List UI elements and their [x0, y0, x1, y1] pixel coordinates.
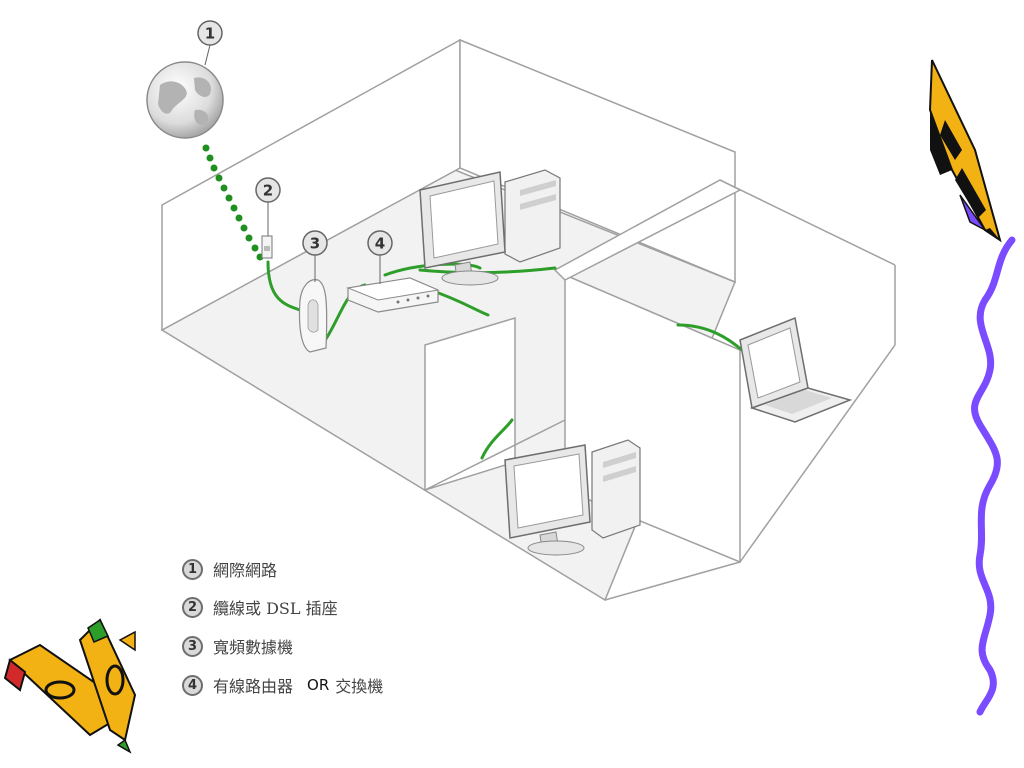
desktop-computer-icon: [419, 169, 561, 286]
callout-badge-3: 3: [302, 230, 328, 282]
legend-number: 1: [182, 558, 203, 580]
legend-item: 3 寬頻數據機: [182, 633, 602, 659]
wall-jack-icon: [261, 235, 273, 259]
legend-label: 寬頻數據機: [213, 638, 294, 657]
crayons-clipart: [3, 618, 137, 754]
legend-or-text: OR: [307, 676, 330, 694]
legend-item: 2 纜線或 DSL 插座: [182, 594, 602, 620]
modem-icon: [298, 279, 328, 353]
legend-number: 3: [182, 635, 203, 657]
legend-number: 4: [182, 674, 203, 696]
callout-badge-4: 4: [367, 230, 393, 284]
callout-number: 4: [375, 235, 385, 253]
callout-badge-2: 2: [255, 177, 281, 236]
desktop-computer-icon: [504, 439, 641, 556]
legend-label: 有線路由器: [213, 677, 294, 696]
wall-right-edge: [719, 179, 896, 266]
laptop-icon: [739, 316, 853, 423]
callout-number: 1: [205, 25, 215, 43]
legend-label: 纜線或 DSL 插座: [213, 599, 338, 618]
pencil-clipart: [928, 59, 1002, 243]
router-icon: [346, 277, 440, 313]
partition-wall-1: [424, 316, 516, 492]
callout-badge-1: 1: [197, 20, 223, 66]
floor-divider-2: [739, 344, 896, 563]
legend-number: 2: [182, 596, 203, 618]
floor-divider: [424, 419, 566, 491]
legend-item: 4 有線路由器 OR 交換機: [182, 672, 602, 698]
legend-item: 1 網際網路: [182, 556, 602, 582]
legend-label-switch: 交換機: [335, 677, 384, 696]
callout-number: 2: [263, 182, 273, 200]
wall-front-edge: [604, 561, 741, 601]
globe-icon: [146, 61, 224, 139]
legend-label: 網際網路: [213, 561, 278, 580]
callout-number: 3: [310, 235, 320, 253]
squiggle-line: [971, 236, 1016, 716]
